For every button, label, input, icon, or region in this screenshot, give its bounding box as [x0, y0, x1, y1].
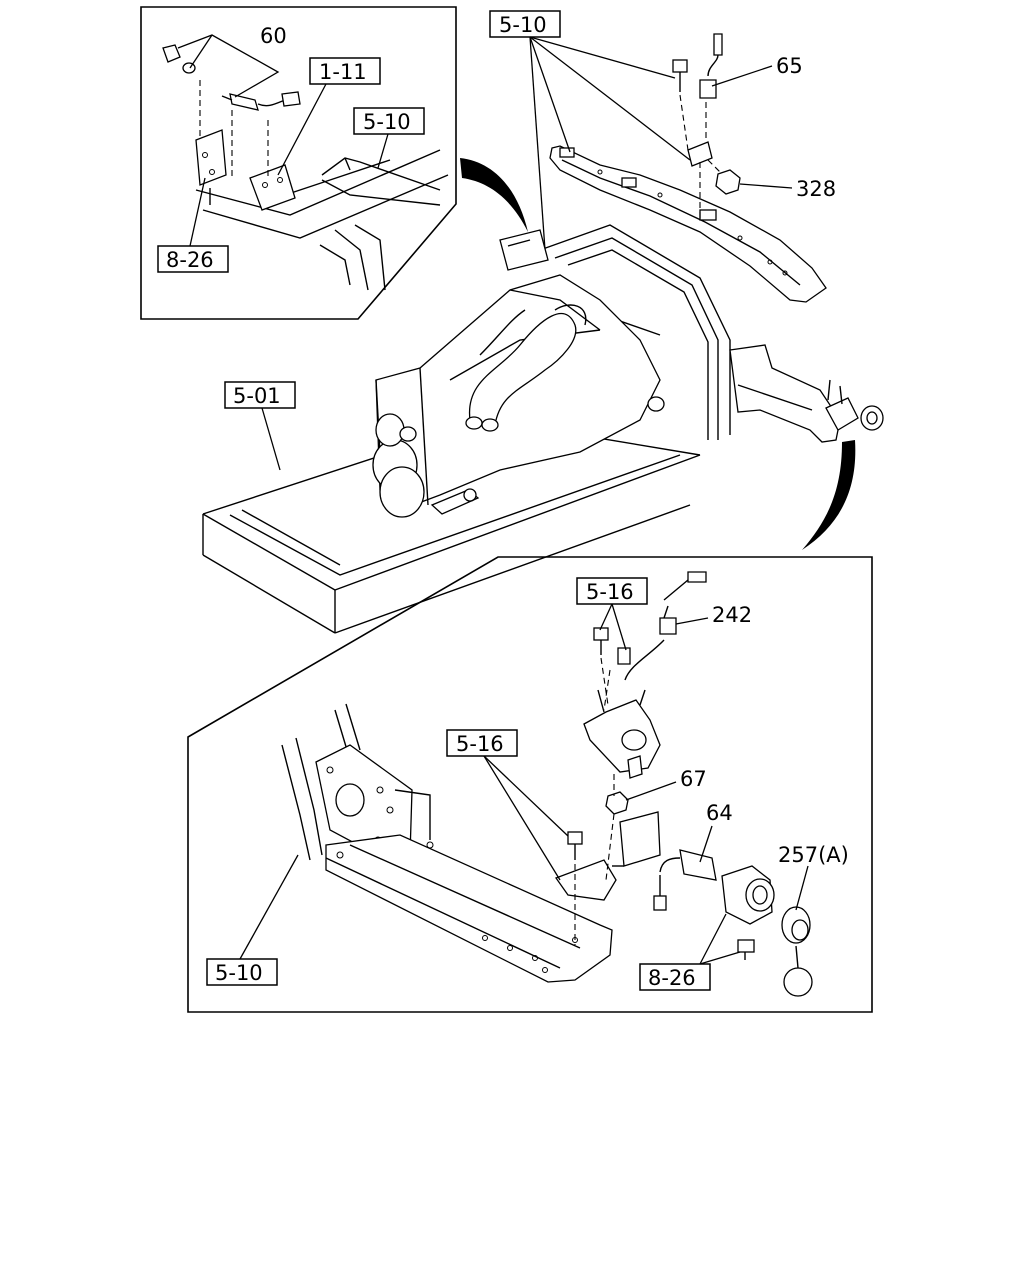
- callout-5-16-lower: 5-16: [446, 729, 569, 881]
- callout-242: 242: [675, 603, 752, 627]
- callout-5-10-top: 5-10: [489, 10, 691, 251]
- callout-257a: 257(A): [778, 843, 849, 911]
- detail-frame-top-left: [140, 6, 457, 320]
- ref-label-5-01: 5-01: [233, 384, 281, 408]
- crossmember-assembly: [549, 33, 827, 303]
- part-number-64: 64: [706, 801, 733, 825]
- ref-label-5-16-lower: 5-16: [456, 732, 504, 756]
- part-number-328: 328: [796, 177, 836, 201]
- callout-8-26-lower: 8-26: [639, 913, 741, 991]
- ref-label-8-26-lower: 8-26: [648, 966, 696, 990]
- callout-5-10-lower: 5-10: [206, 854, 299, 986]
- callout-67: 67: [625, 767, 707, 801]
- ref-label-1-11: 1-11: [319, 60, 367, 84]
- callout-5-01: 5-01: [224, 381, 296, 471]
- callout-60: 60: [177, 24, 287, 98]
- part-number-257a: 257(A): [778, 843, 849, 867]
- callout-8-26-top: 8-26: [157, 177, 229, 273]
- ref-label-8-26-top: 8-26: [166, 248, 214, 272]
- part-number-65: 65: [776, 54, 803, 78]
- ref-label-5-10-detail: 5-10: [363, 110, 411, 134]
- detail-arrow-top: [460, 158, 528, 232]
- part-number-67: 67: [680, 767, 707, 791]
- callout-1-11: 1-11: [277, 57, 381, 176]
- ref-label-5-16-upper: 5-16: [586, 580, 634, 604]
- detail-arrow-bottom: [802, 440, 856, 550]
- callout-328: 328: [739, 177, 836, 201]
- callout-64: 64: [699, 801, 733, 863]
- callout-5-16-upper: 5-16: [576, 577, 648, 651]
- part-number-60: 60: [260, 24, 287, 48]
- callout-5-10-detail: 5-10: [353, 107, 425, 169]
- ref-label-5-10-top: 5-10: [499, 13, 547, 37]
- callout-65: 65: [711, 54, 803, 87]
- ref-label-5-10-lower: 5-10: [215, 961, 263, 985]
- part-number-242: 242: [712, 603, 752, 627]
- detail-frame-bottom: [187, 556, 873, 1013]
- engine-frame-assembly: [202, 224, 884, 634]
